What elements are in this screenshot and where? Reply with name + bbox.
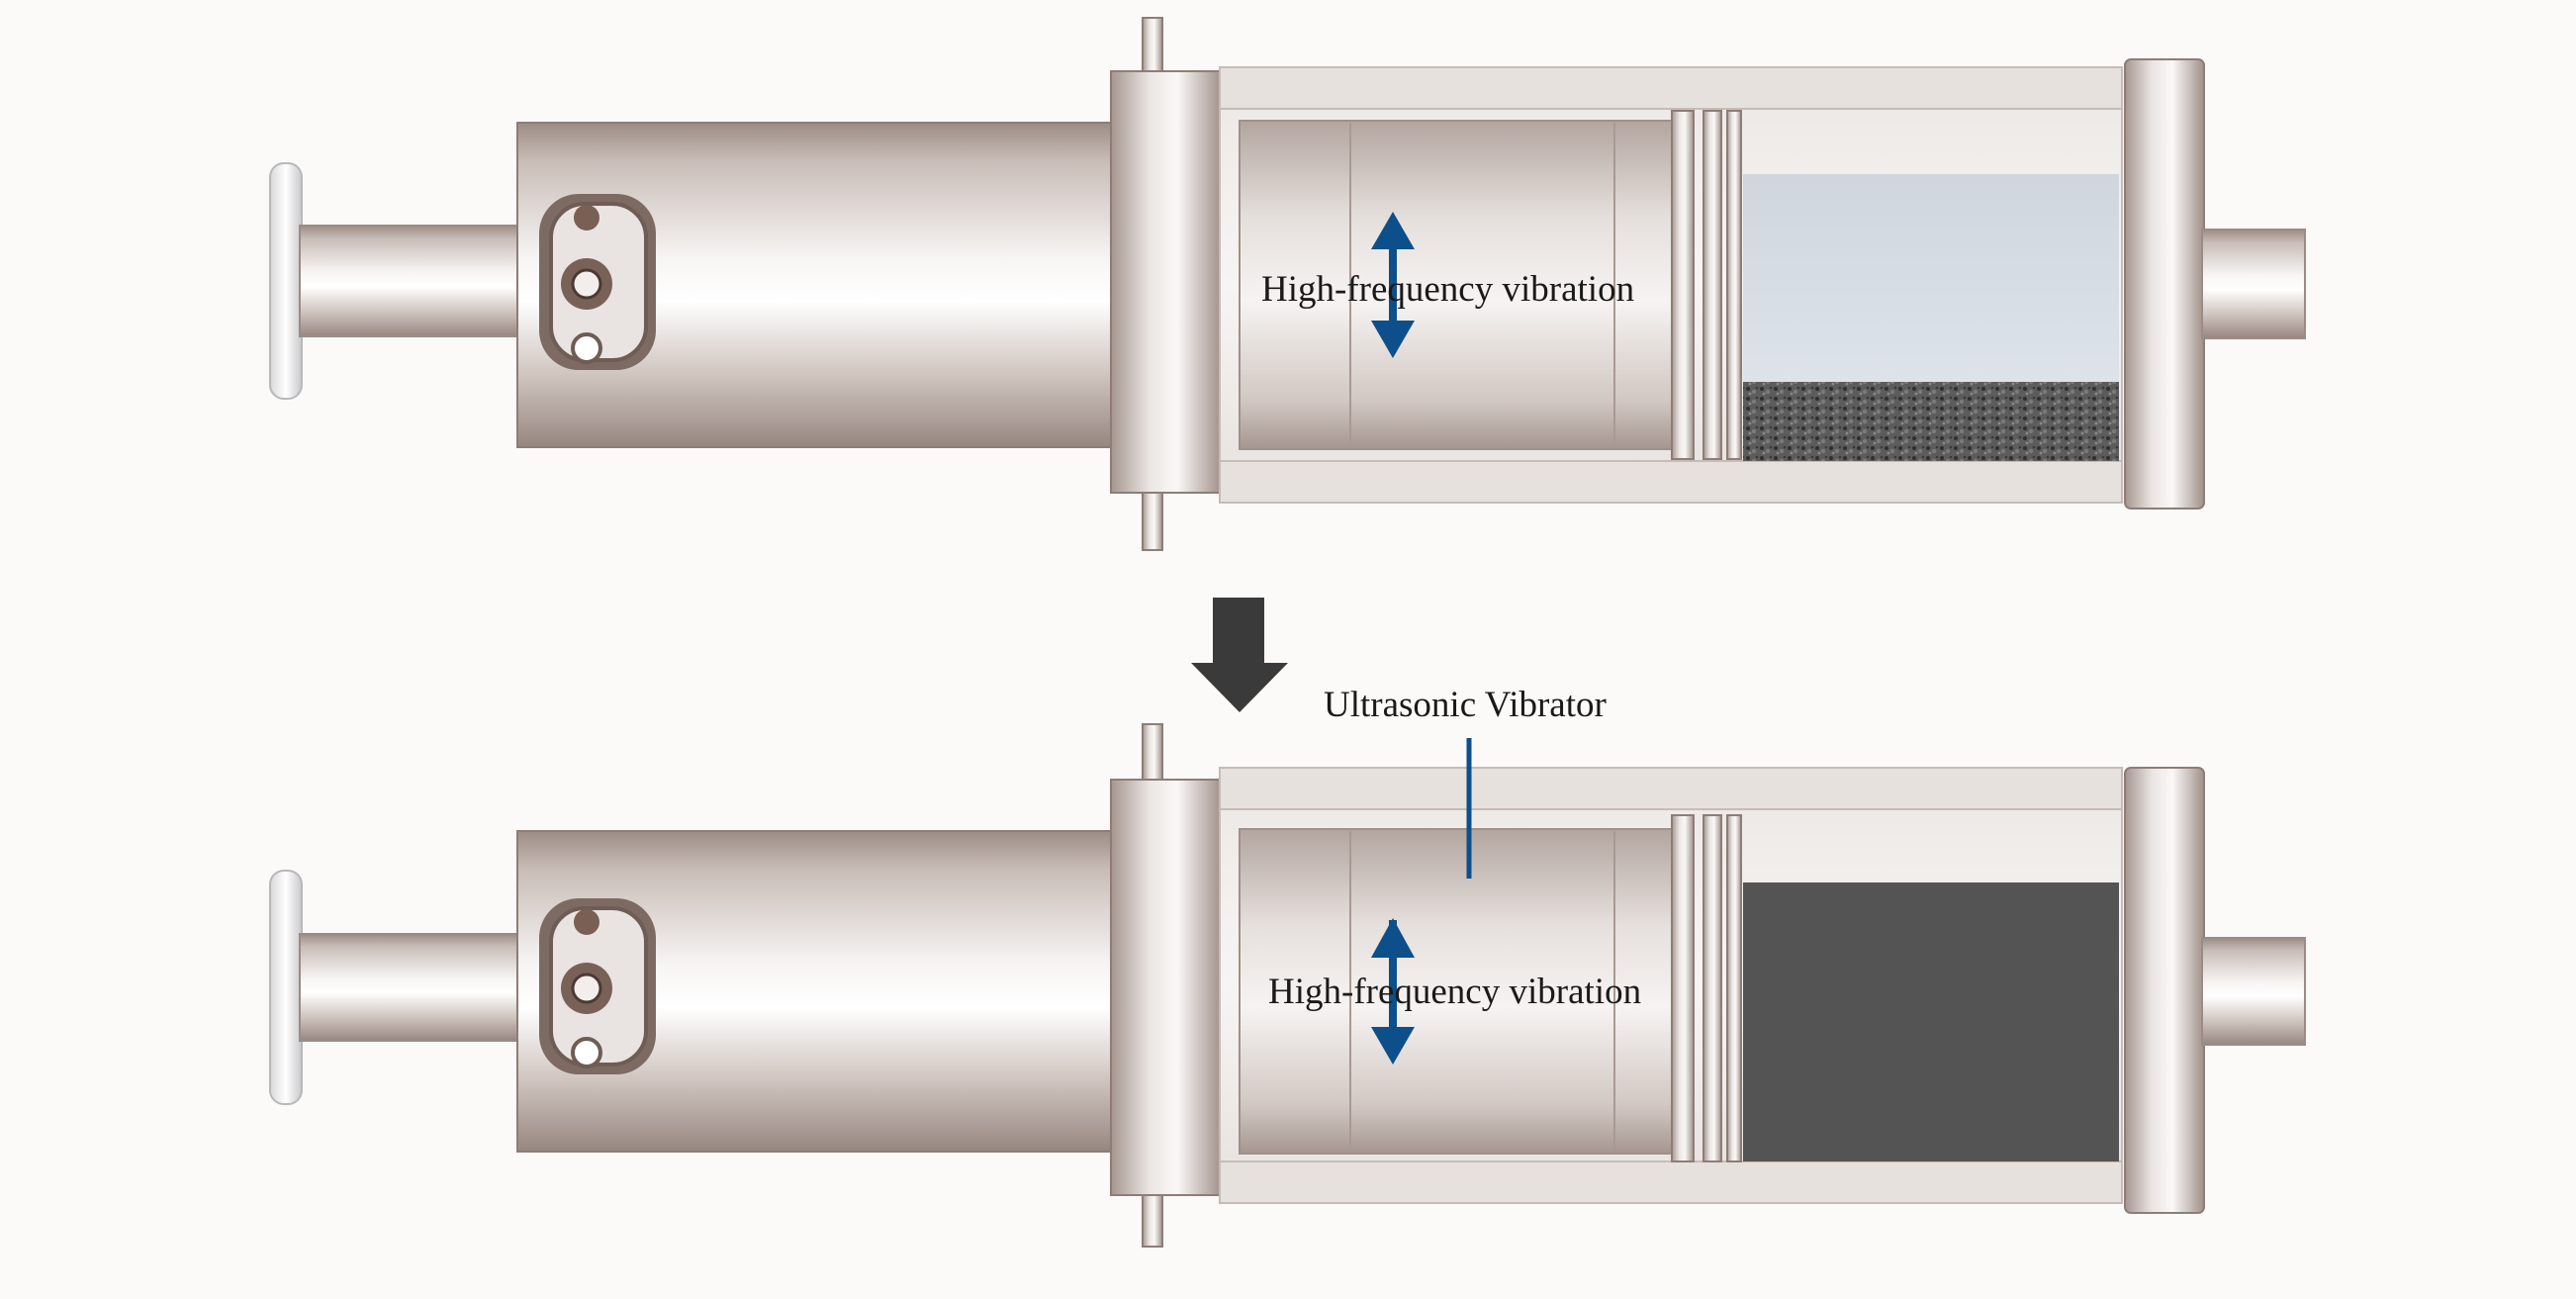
seal-ring [1726,814,1742,1162]
vibration-arrow-icon [1371,918,1415,1065]
outlet-rod [2201,937,2306,1046]
bottom-assembly: High-frequency vibration [269,723,2306,1248]
flange-inner [1110,70,1223,494]
empty-chamber [1743,174,2119,382]
plunger-rod [299,933,520,1042]
end-cap [2124,58,2205,510]
end-cap [2124,767,2205,1214]
process-arrow-icon [1191,598,1288,712]
seal-ring [1671,814,1695,1162]
seal-ring [1726,110,1742,460]
plunger-rod [299,225,520,337]
transducer-body [516,830,1124,1153]
seal-ring [1702,814,1722,1162]
vibration-label: High-frequency vibration [1261,269,1634,310]
vibrator-horn [1239,828,1676,1155]
flange-inner [1110,779,1223,1196]
compacted-powder [1743,882,2119,1161]
seal-ring [1702,110,1722,460]
end-plate [269,870,303,1105]
top-assembly: High-frequency vibration [269,17,2306,551]
vibration-arrow-icon [1371,212,1415,358]
loose-powder [1743,382,2119,461]
vibration-label: High-frequency vibration [1268,972,1641,1012]
vibrator-horn [1239,120,1676,450]
connector-block [539,898,656,1074]
ultrasonic-vibrator-label: Ultrasonic Vibrator [1324,685,1607,725]
end-plate [269,162,303,400]
outlet-rod [2201,229,2306,339]
seal-ring [1671,110,1695,460]
connector-block [539,194,656,370]
